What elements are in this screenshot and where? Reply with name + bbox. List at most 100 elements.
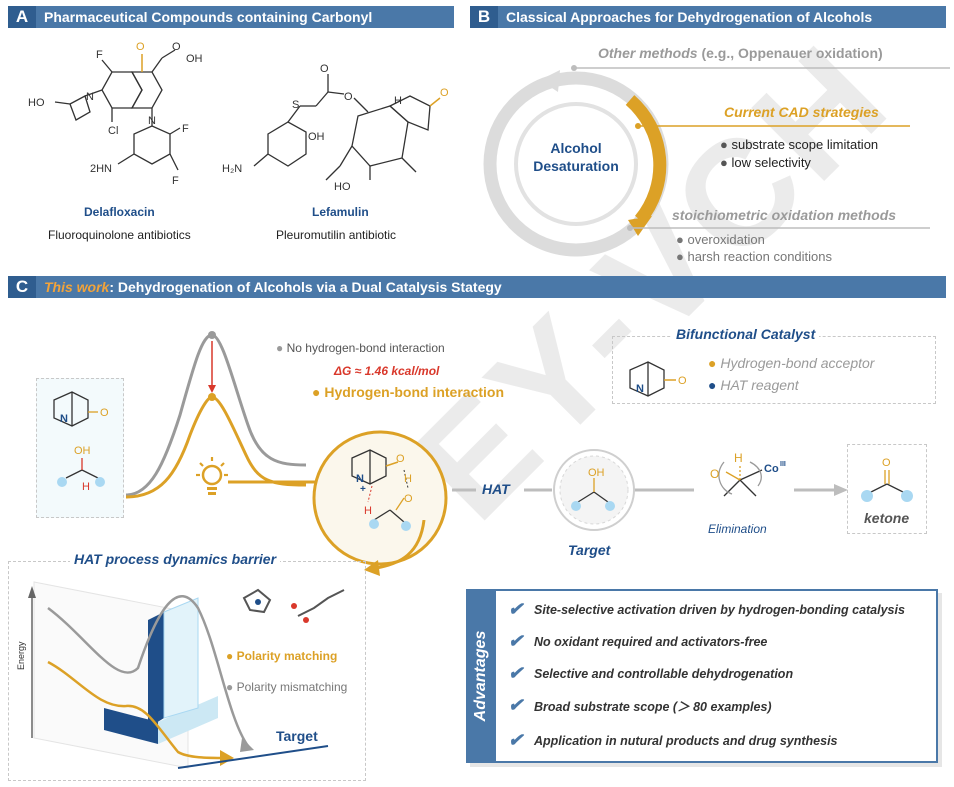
hat-reagent: ● HAT reagent: [708, 377, 799, 393]
panel-a-header: A Pharmaceutical Compounds containing Ca…: [8, 6, 454, 28]
atom-o5: O: [440, 87, 449, 99]
atom-ho2: HO: [334, 181, 351, 193]
atom-o: O: [172, 41, 181, 53]
atom-n2: N: [148, 115, 156, 127]
atom-h: H: [394, 95, 402, 107]
energy-axis-label: Energy: [16, 641, 26, 670]
current-point-1: ● substrate scope limitation: [720, 137, 879, 152]
stoich-point-2: ● harsh reaction conditions: [676, 249, 832, 264]
hb-acceptor: ● Hydrogen-bond acceptor: [708, 355, 875, 371]
atom-s: S: [292, 99, 299, 111]
barrier-plot: Energy: [16, 581, 345, 769]
check-icon: ✔: [508, 730, 524, 750]
elim-co: Co: [764, 463, 779, 475]
other-methods: Other methods (e.g., Oppenauer oxidation…: [598, 45, 883, 61]
target-label: Target: [568, 542, 611, 558]
drug2-name: Lefamulin: [312, 205, 369, 219]
substrate-n: N: [60, 413, 68, 425]
complex-o2: O: [404, 493, 413, 505]
stoich-point-1: ● overoxidation: [676, 232, 765, 247]
energy-curves: [125, 331, 307, 499]
drug1-desc: Fluoroquinolone antibiotics: [48, 228, 191, 242]
atom-o4: O: [344, 91, 353, 103]
atom-f: F: [96, 49, 103, 61]
panel-a-letter: A: [8, 6, 36, 28]
hat-line: [452, 484, 848, 496]
atom-cl: Cl: [108, 125, 118, 137]
elim-o: O: [710, 467, 719, 481]
panel-c-title-ital: This work: [44, 279, 110, 295]
panel-a-title: Pharmaceutical Compounds containing Carb…: [44, 9, 373, 25]
elim-co-ox: III: [780, 461, 786, 468]
other-methods-italic: Other methods: [598, 45, 698, 61]
current-point-2: ● low selectivity: [720, 155, 811, 170]
complex-n: N: [356, 473, 364, 485]
check-icon: ✔: [508, 695, 524, 715]
substrate-o: O: [100, 407, 109, 419]
check-icon: ✔: [508, 599, 524, 619]
advantage-item: ✔Application in nutural products and dru…: [508, 730, 838, 750]
substrate-structures: N O OH H: [53, 391, 109, 493]
drug1-name: Delafloxacin: [84, 205, 155, 219]
atom-ho: HO: [28, 97, 45, 109]
ketone-label: ketone: [864, 510, 910, 526]
barrier-target: Target: [276, 728, 318, 744]
substrate-box: [36, 378, 124, 518]
other-methods-rest: (e.g., Oppenauer oxidation): [697, 45, 883, 61]
polarity-mismatching: ● Polarity mismatching: [226, 680, 348, 694]
catalyst-o: O: [678, 375, 687, 387]
elimination-structure: O H Co III: [710, 451, 786, 497]
catalyst-n: N: [636, 383, 644, 395]
atom-o3: O: [320, 63, 329, 75]
no-hbond-label: ● No hydrogen-bond interaction: [276, 341, 445, 355]
delta-g: ΔG ≈ 1.46 kcal/mol: [334, 364, 440, 378]
barrier-title: HAT process dynamics barrier: [70, 551, 281, 567]
atom-f2: F: [182, 123, 189, 135]
drug2-desc: Pleuromutilin antibiotic: [276, 228, 397, 242]
elimination-label: Elimination: [708, 522, 767, 536]
substrate-oh: OH: [74, 445, 91, 457]
stoich-methods: stoichiometric oxidation methods: [672, 207, 897, 223]
ketone-box: [847, 444, 927, 534]
advantage-item: ✔Site-selective activation driven by hyd…: [508, 599, 905, 619]
atom-o-carbonyl: O: [136, 41, 145, 53]
target-molecule: OH: [553, 449, 635, 531]
ketone-o: O: [882, 457, 891, 469]
bifunctional-title: Bifunctional Catalyst: [672, 326, 820, 342]
panel-c-header: C This work : Dehydrogenation of Alcohol…: [8, 276, 946, 298]
lightbulb-icon: [196, 457, 228, 495]
panel-b-header: B Classical Approaches for Dehydrogenati…: [470, 6, 946, 28]
advantage-item: ✔Selective and controllable dehydrogenat…: [508, 663, 794, 683]
current-cad: Current CAD strategies: [724, 104, 879, 120]
advantages-tab: [466, 589, 496, 763]
ketone-structure: O: [861, 457, 913, 502]
atom-nh2: 2HN: [90, 163, 112, 175]
check-icon: ✔: [508, 631, 524, 651]
panel-b-cycle: [483, 65, 950, 257]
advantages-box: [466, 589, 938, 763]
atom-f3: F: [172, 175, 179, 187]
hbond-complex: N + O H O H: [228, 430, 448, 566]
advantage-item: ✔Broad substrate scope (＞ 80 examples): [508, 695, 772, 715]
panel-c-letter: C: [8, 276, 36, 298]
atom-h2n: H₂N: [222, 163, 242, 175]
flow-arrow: [364, 520, 426, 576]
target-oh: OH: [588, 467, 605, 479]
complex-plus: +: [360, 484, 366, 495]
hat-label: HAT: [482, 481, 510, 497]
advantage-item: ✔No oxidant required and activators-free: [508, 631, 768, 651]
atom-oh: OH: [186, 53, 203, 65]
hbond-label: ● Hydrogen-bond interaction: [312, 384, 505, 400]
cycle-center-1: Alcohol: [550, 140, 602, 156]
advantages-label: Advantages: [472, 630, 489, 722]
complex-h: H: [404, 473, 412, 485]
panel-c-title-rest: : Dehydrogenation of Alcohols via a Dual…: [109, 279, 502, 295]
complex-h2: H: [364, 505, 372, 517]
atom-oh2: OH: [308, 131, 325, 143]
check-icon: ✔: [508, 663, 524, 683]
complex-o: O: [396, 453, 405, 465]
panel-b-letter: B: [470, 6, 498, 28]
catalyst-structure: N O: [629, 361, 687, 397]
elim-h: H: [734, 451, 743, 465]
substrate-h: H: [82, 481, 90, 493]
